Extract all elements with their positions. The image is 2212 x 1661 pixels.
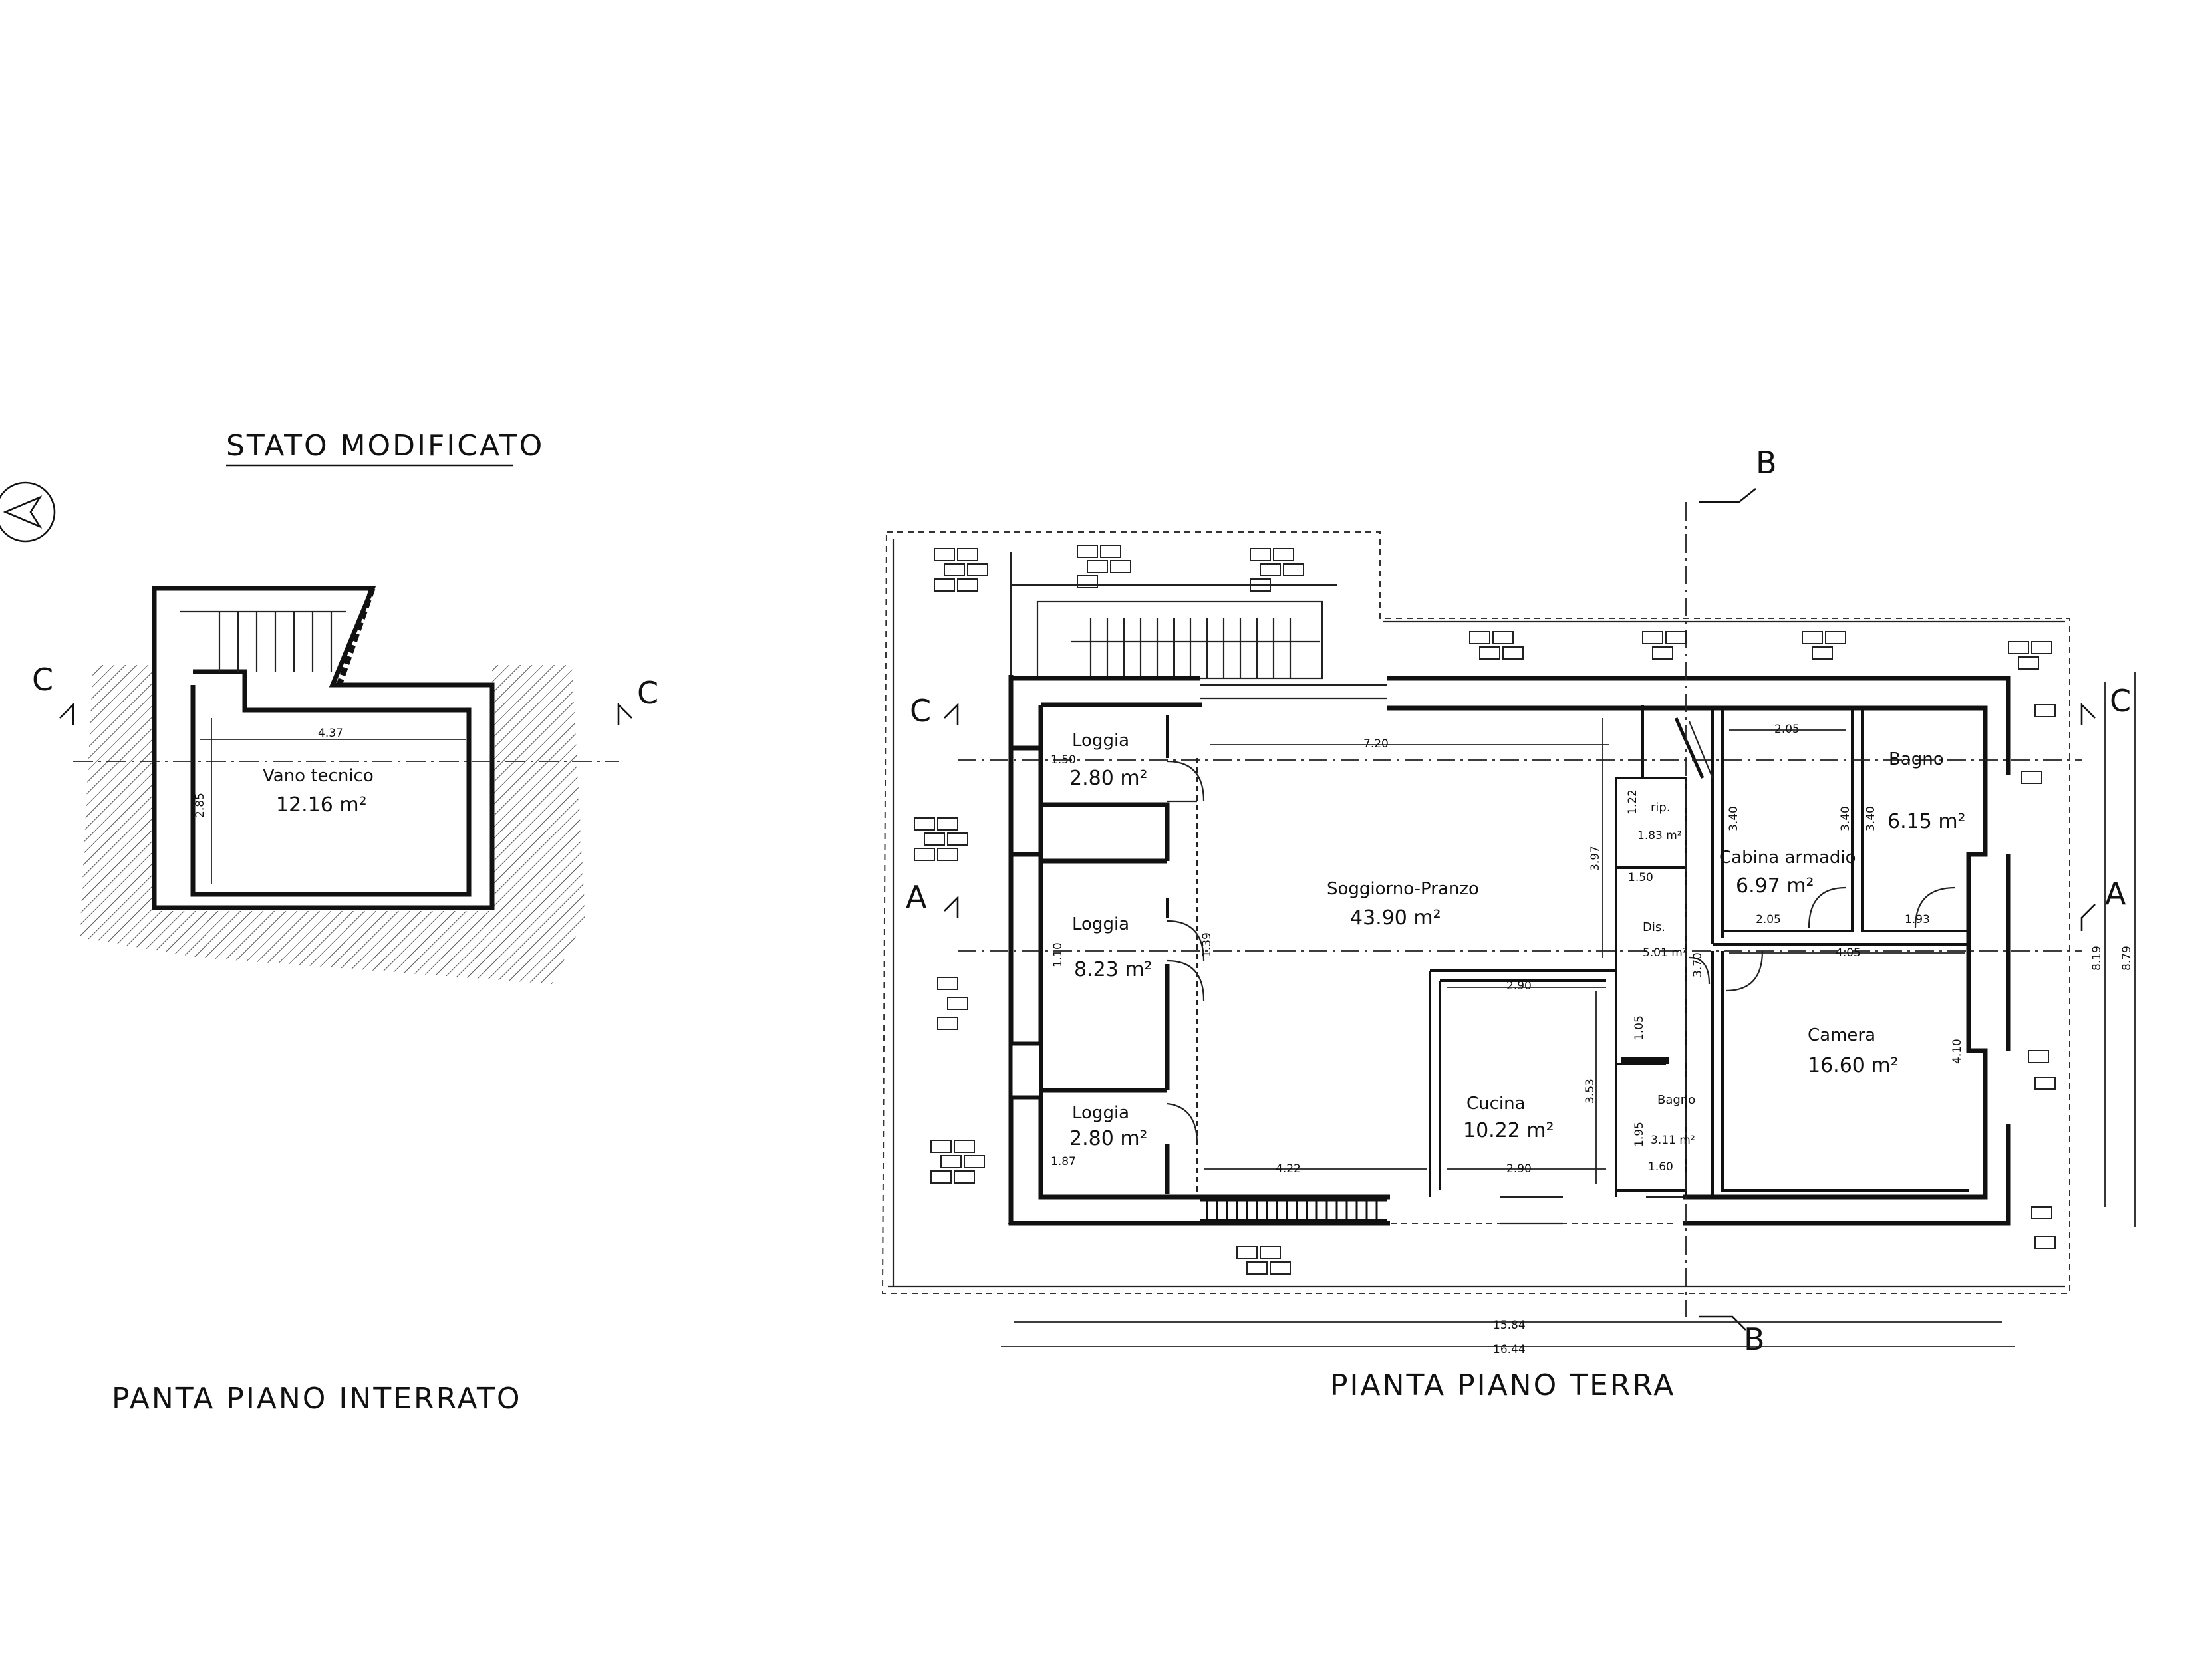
dim-total-outer: 16.44 [1493,1343,1526,1356]
basement-dim-height: 2.85 [194,793,207,818]
ground-section-a-left: A [906,879,927,915]
room-rip-name: rip. [1651,801,1671,815]
room-cucina-name: Cucina [1466,1094,1526,1114]
room-camera-area: 16.60 m² [1808,1054,1899,1077]
dim-right-a: 8.19 [2090,946,2104,971]
basement-section-left: C [32,662,53,698]
room-soggiorno-area: 43.90 m² [1350,906,1441,930]
room-loggia-3-area: 2.80 m² [1069,1127,1148,1150]
dim-cucina-top: 2.90 [1506,979,1532,993]
room-soggiorno-name: Soggiorno-Pranzo [1327,879,1479,899]
room-bagno-2-area: 3.11 m² [1651,1134,1695,1147]
room-rip-area: 1.83 m² [1637,829,1682,842]
basement-caption: PANTA PIANO INTERRATO [112,1382,522,1416]
dim-door: 1.39 [1200,932,1214,958]
room-bagno-1-name: Bagno [1889,749,1944,769]
dim-bagno2-h: 1.95 [1633,1122,1646,1147]
dim-cucina-bottom: 2.90 [1506,1162,1532,1176]
basement-plan: C C 4.37 2.85 Vano tecnico 12.16 m² [32,585,658,984]
ground-section-c-right: C [2110,683,2131,719]
room-loggia-3-name: Loggia [1072,1103,1129,1123]
room-loggia-2-name: Loggia [1072,914,1129,934]
dim-camera-w: 4.05 [1836,946,1861,959]
room-dis-name: Dis. [1643,920,1665,934]
dim-soggiorno-h: 3.97 [1589,846,1602,871]
room-loggia-2-area: 8.23 m² [1074,958,1153,981]
basement-dim-width: 4.37 [318,727,343,740]
room-bagno-1-area: 6.15 m² [1887,810,1966,833]
dim-loggia-bottom: 1.87 [1051,1155,1076,1168]
dim-cabina-bottom: 2.05 [1756,913,1781,926]
dim-bagno1-w: 1.93 [1905,913,1930,926]
dim-loggia-mid: 1.10 [1051,942,1065,967]
basement-room-name: Vano tecnico [263,766,374,786]
dim-total-inner: 15.84 [1493,1319,1526,1332]
room-camera-name: Camera [1808,1025,1875,1045]
dim-cabina-h: 3.40 [1727,806,1740,831]
dim-bagno1-h-left: 3.40 [1864,806,1877,831]
dim-dis-w: 1.05 [1633,1015,1646,1041]
room-loggia-1-name: Loggia [1072,731,1129,751]
dim-camera-h: 4.10 [1951,1039,1964,1064]
room-cabina-area: 6.97 m² [1736,874,1814,898]
basement-section-right: C [637,675,658,711]
dim-cabina-top: 2.05 [1774,723,1800,736]
room-cabina-name: Cabina armadio [1719,848,1856,868]
basement-room-area: 12.16 m² [276,793,367,817]
north-arrow-icon [0,481,56,543]
dim-rip-h: 1.22 [1626,789,1639,815]
ground-section-b-bottom: B [1744,1321,1765,1357]
dim-bagno1-h: 3.40 [1839,806,1852,831]
dim-bottom-left: 4.22 [1276,1162,1301,1176]
dim-soggiorno-w: 7.20 [1363,737,1389,751]
ground-caption: PIANTA PIANO TERRA [1330,1368,1675,1402]
drawing-title: STATO MODIFICATO [226,429,544,463]
room-cucina-area: 10.22 m² [1463,1119,1554,1142]
dim-dis-h: 3.70 [1691,952,1705,977]
room-dis-area: 5.01 m² [1643,946,1687,959]
dim-cucina-h: 3.53 [1584,1079,1597,1104]
ground-section-b-top: B [1756,445,1777,481]
room-bagno-2-name: Bagno [1657,1093,1695,1107]
dim-rip-w: 1.50 [1628,871,1653,884]
ground-floor-plan: C C A A B B 15.84 16.44 8.19 8.79 7.20 3… [881,445,2136,1357]
ground-section-a-right: A [2105,876,2126,912]
room-loggia-1-area: 2.80 m² [1069,767,1148,790]
dim-loggia-top: 1.50 [1051,753,1076,767]
dim-bagno2-w: 1.60 [1648,1160,1673,1174]
dim-right-b: 8.79 [2120,946,2134,971]
ground-section-c-left: C [910,693,931,729]
